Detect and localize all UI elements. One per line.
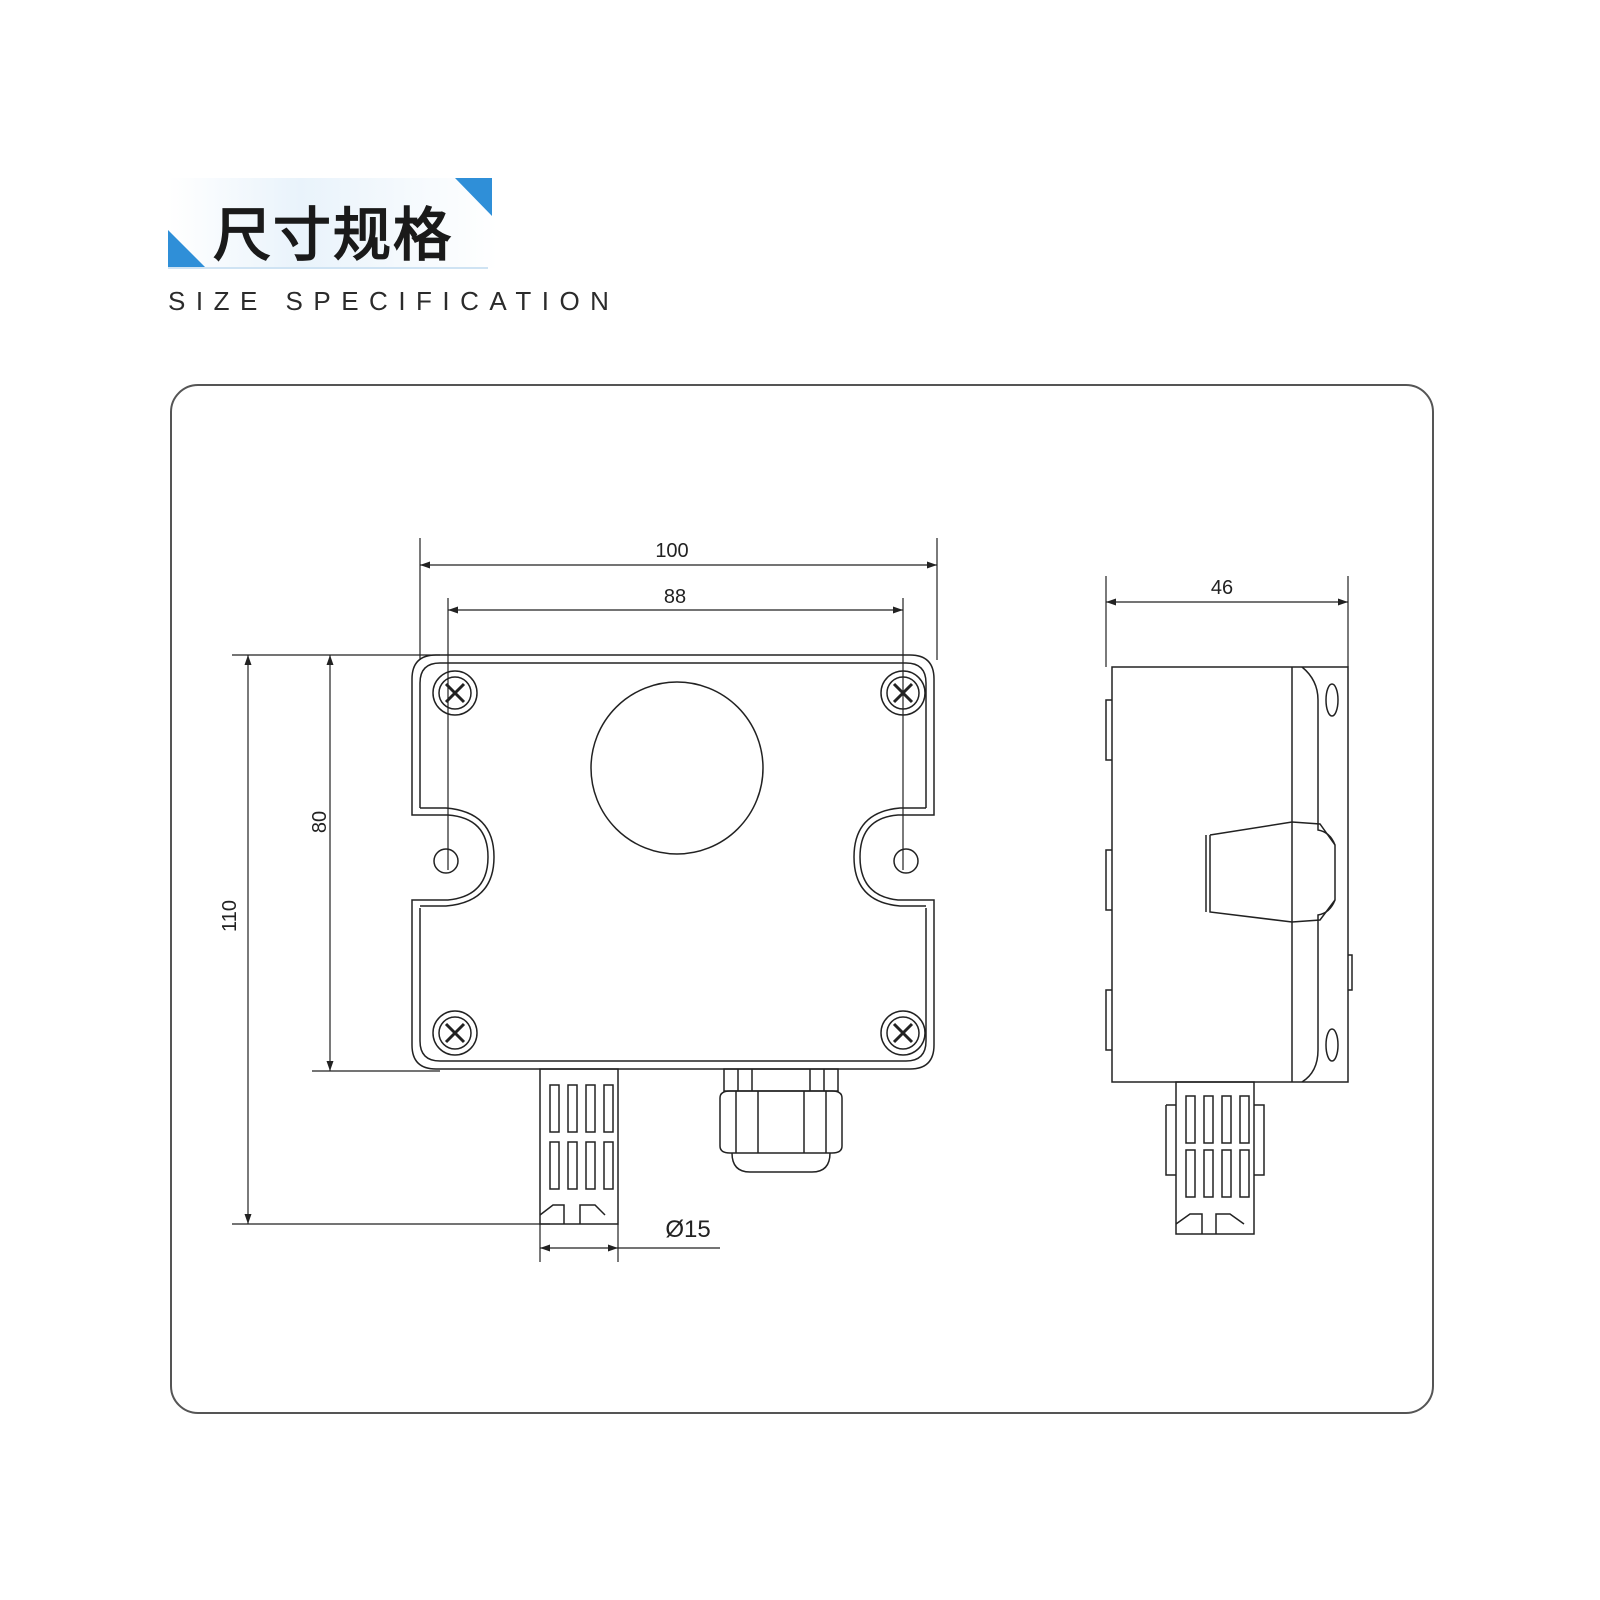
sensor-probe: [539, 1068, 619, 1225]
page-subtitle: SIZE SPECIFICATION: [168, 286, 620, 316]
dim-label-80: 80: [309, 811, 331, 833]
dim-label-110: 110: [219, 900, 241, 932]
front-view: [411, 654, 935, 1225]
dim-label-46: 46: [1211, 577, 1233, 599]
dim-label-88: 88: [664, 586, 686, 608]
title-banner: [168, 178, 498, 269]
drawing-frame: [170, 384, 1434, 1414]
accent-triangle-left: [168, 230, 206, 268]
accent-triangle-right: [455, 178, 492, 216]
mount-hole-left: [433, 848, 459, 874]
side-view: [1105, 666, 1353, 1235]
screw-icon: [880, 1010, 926, 1056]
page-title: 尺寸规格: [213, 201, 454, 269]
sensor-probe-side: [1165, 1081, 1265, 1235]
screw-icon: [432, 1010, 478, 1056]
dim-label-probe-diameter: Ø15: [665, 1216, 710, 1243]
screw-icon: [432, 670, 478, 716]
cable-gland: [719, 1068, 843, 1173]
dim-label-100: 100: [655, 540, 688, 562]
section-header: 尺寸规格 SIZE SPECIFICATION: [168, 178, 728, 328]
sensor-window: [590, 681, 764, 855]
mount-hole-right: [893, 848, 919, 874]
